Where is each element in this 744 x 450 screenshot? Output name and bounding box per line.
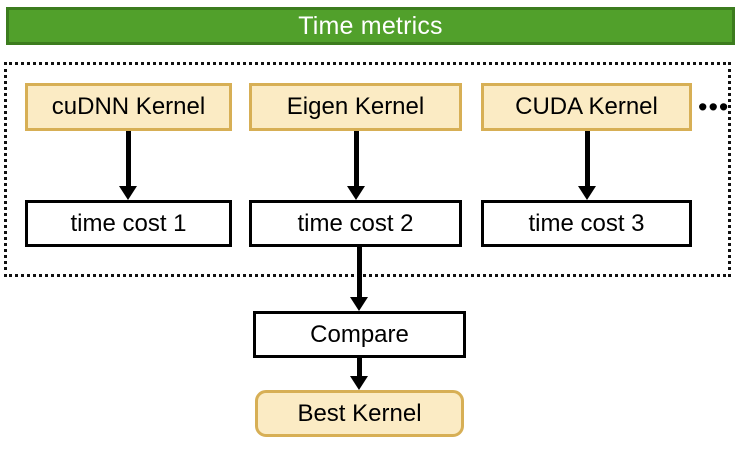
arrow-shaft xyxy=(125,131,131,188)
arrow-compare-to-best xyxy=(350,358,368,390)
compare-box[interactable]: Compare xyxy=(253,311,466,358)
arrow-head xyxy=(350,376,368,390)
time-metrics-header: Time metrics xyxy=(6,7,735,45)
kernel-label-cuda: CUDA Kernel xyxy=(515,93,658,120)
arrow-shaft xyxy=(353,131,359,188)
kernel-box-cudnn[interactable]: cuDNN Kernel xyxy=(25,83,232,131)
arrow-shaft xyxy=(356,358,362,378)
kernel-label-cudnn: cuDNN Kernel xyxy=(51,93,206,120)
arrow-shaft xyxy=(584,131,590,188)
arrow-head xyxy=(347,186,365,200)
arrow-head xyxy=(350,297,368,311)
arrow-head xyxy=(119,186,137,200)
best-kernel-label: Best Kernel xyxy=(297,399,422,427)
arrow-group-to-compare xyxy=(350,247,368,311)
arrow-cuda-to-cost3 xyxy=(578,131,596,200)
kernel-label-eigen: Eigen Kernel xyxy=(286,93,425,120)
time-cost-label-3: time cost 3 xyxy=(528,209,645,237)
kernel-benchmark-group xyxy=(4,62,731,277)
kernel-box-eigen[interactable]: Eigen Kernel xyxy=(249,83,462,131)
arrow-cudnn-to-cost1 xyxy=(119,131,137,200)
arrow-head xyxy=(578,186,596,200)
compare-label: Compare xyxy=(310,320,409,348)
arrow-eigen-to-cost2 xyxy=(347,131,365,200)
time-cost-box-3[interactable]: time cost 3 xyxy=(481,200,692,247)
time-cost-label-2: time cost 2 xyxy=(297,209,414,237)
more-kernels-ellipsis-icon: ••• xyxy=(698,92,730,122)
time-cost-box-2[interactable]: time cost 2 xyxy=(249,200,462,247)
page-title: Time metrics xyxy=(298,11,443,40)
arrow-shaft xyxy=(356,247,362,299)
time-cost-box-1[interactable]: time cost 1 xyxy=(25,200,232,247)
kernel-box-cuda[interactable]: CUDA Kernel xyxy=(481,83,692,131)
best-kernel-box[interactable]: Best Kernel xyxy=(255,390,464,437)
time-cost-label-1: time cost 1 xyxy=(70,209,187,237)
